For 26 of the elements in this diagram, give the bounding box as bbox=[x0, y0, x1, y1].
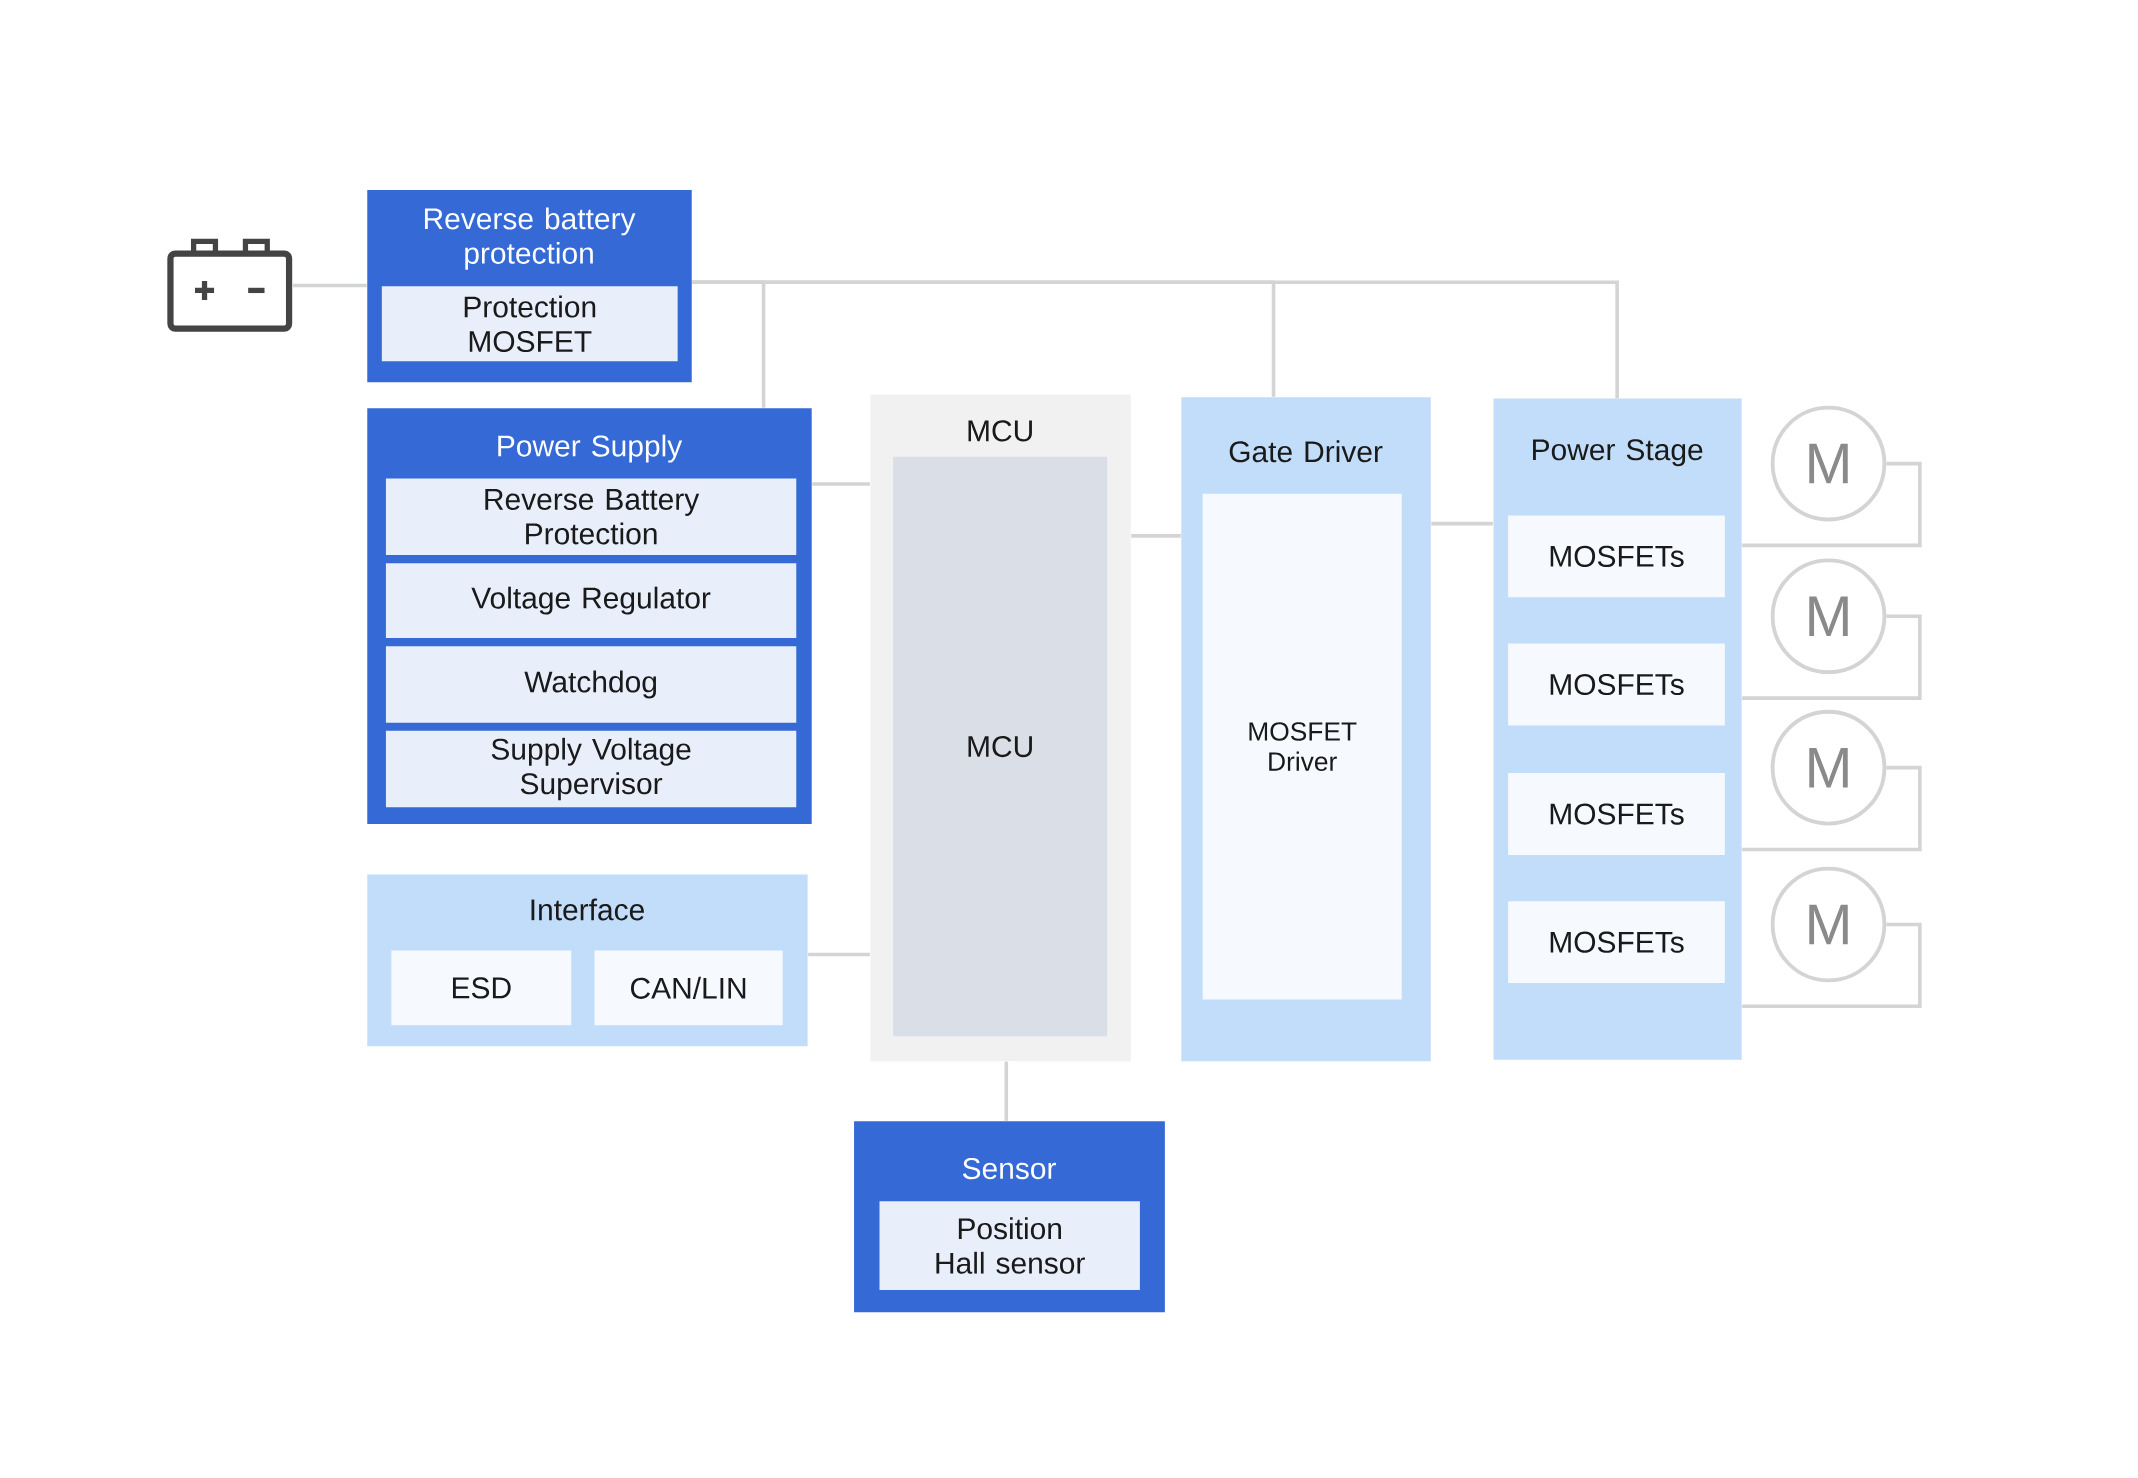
block-box: Protection MOSFET bbox=[381, 286, 678, 362]
connector-line bbox=[1742, 461, 1922, 548]
block-box: Position Hall sensor bbox=[879, 1201, 1140, 1290]
connector-line bbox=[1431, 521, 1494, 526]
connector-line bbox=[292, 283, 367, 288]
block-box: Voltage Regulator bbox=[385, 563, 797, 639]
block-box: Reverse Battery Protection bbox=[385, 478, 797, 555]
block-box: ESD bbox=[391, 950, 572, 1026]
connector-line bbox=[812, 482, 870, 486]
connector-line bbox=[1742, 765, 1922, 852]
connector-line bbox=[1131, 534, 1181, 538]
block-box: MOSFETs bbox=[1508, 901, 1725, 984]
battery-icon bbox=[167, 238, 293, 332]
block-box: Watchdog bbox=[385, 646, 797, 723]
block-box: MCU bbox=[893, 456, 1108, 1037]
connector-line bbox=[1742, 614, 1922, 700]
block-box: MOSFETs bbox=[1508, 773, 1725, 855]
block-box: CAN/LIN bbox=[594, 950, 783, 1026]
block-box: MOSFET Driver bbox=[1202, 493, 1402, 1000]
connector-line bbox=[692, 280, 1619, 399]
block-box: MOSFETs bbox=[1508, 515, 1725, 598]
connector-line bbox=[808, 952, 870, 957]
block-box: MOSFETs bbox=[1508, 643, 1725, 726]
block-box: Supply Voltage Supervisor bbox=[385, 730, 797, 808]
connector-line bbox=[1004, 1061, 1009, 1121]
connector-line bbox=[1742, 922, 1922, 1009]
